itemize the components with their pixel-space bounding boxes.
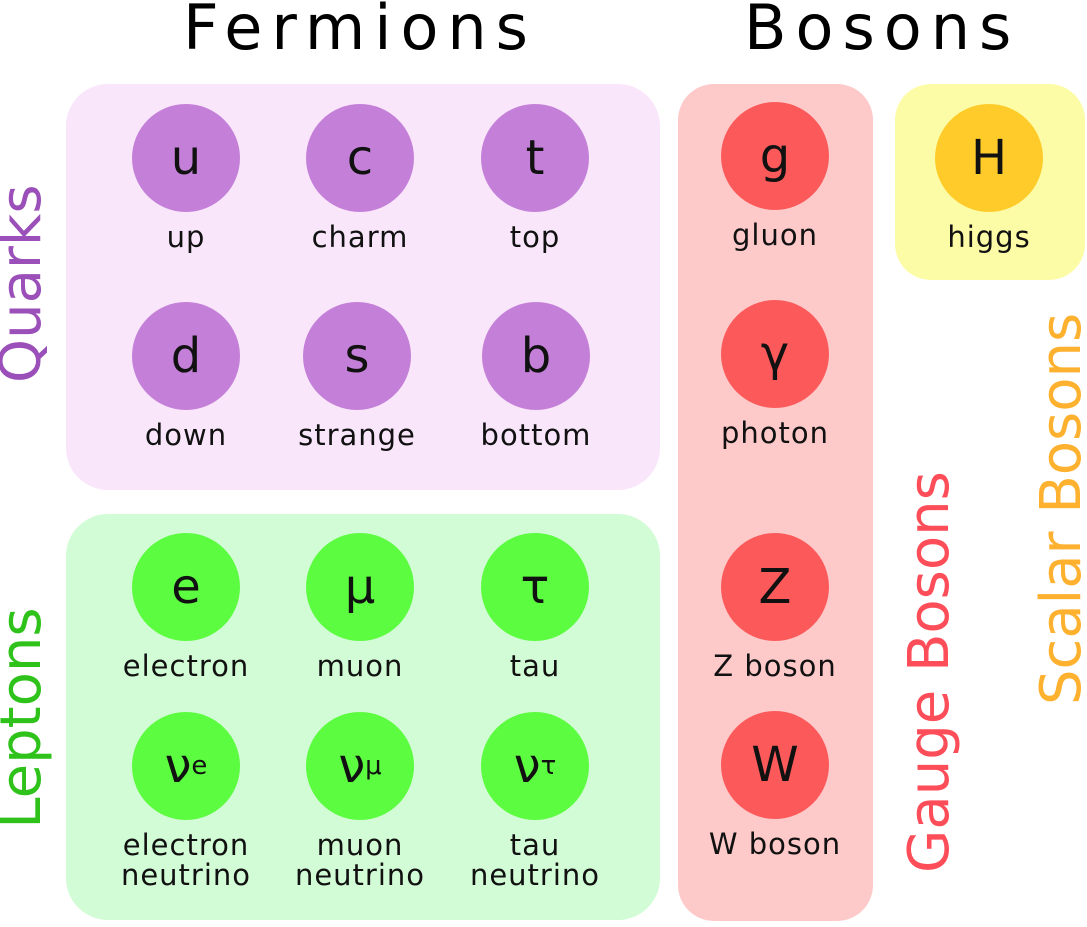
up-quark-icon: u [132, 104, 240, 212]
bottom-quark-icon: b [482, 302, 590, 410]
higgs-boson-icon: H [935, 104, 1043, 212]
particle-name: muon [316, 649, 404, 683]
down-quark-icon: d [132, 302, 240, 410]
particle-up-quark: u up [86, 104, 286, 252]
fermions-heading: Fermions [183, 0, 537, 64]
leptons-label: Leptons [0, 607, 54, 829]
particle-tau: τ tau [435, 533, 635, 681]
scalar-bosons-label: Scalar Bosons [1029, 312, 1087, 705]
particle-bottom-quark: b bottom [436, 302, 636, 450]
muon-icon: μ [306, 533, 414, 641]
particle-down-quark: d down [86, 302, 286, 450]
particle-name: electron [122, 649, 250, 683]
strange-quark-icon: s [303, 302, 411, 410]
particle-muon: μ muon [260, 533, 460, 681]
particle-top-quark: t top [435, 104, 635, 252]
particle-charm-quark: c charm [260, 104, 460, 252]
particle-photon: γ photon [675, 300, 875, 448]
charm-quark-icon: c [306, 104, 414, 212]
particle-gluon: g gluon [675, 102, 875, 250]
particle-name: electron neutrino [120, 828, 252, 892]
z-boson-icon: Z [721, 533, 829, 641]
top-quark-icon: t [481, 104, 589, 212]
photon-icon: γ [721, 300, 829, 408]
tau-icon: τ [481, 533, 589, 641]
particle-name: tau neutrino [469, 828, 601, 892]
particle-name: Z boson [713, 649, 837, 683]
particle-name: up [166, 220, 206, 254]
particle-name: charm [311, 220, 409, 254]
particle-name: muon neutrino [294, 828, 426, 892]
particle-name: bottom [480, 418, 592, 452]
gluon-icon: g [721, 102, 829, 210]
particle-z-boson: Z Z boson [675, 533, 875, 681]
particle-name: down [144, 418, 228, 452]
particle-higgs: H higgs [889, 104, 1087, 252]
particle-name: higgs [947, 220, 1031, 254]
particle-name: tau [509, 649, 561, 683]
particle-electron: e electron [86, 533, 286, 681]
bosons-heading: Bosons [744, 0, 1021, 64]
w-boson-icon: W [721, 711, 829, 819]
particle-w-boson: W W boson [675, 711, 875, 859]
gauge-bosons-label: Gauge Bosons [897, 471, 962, 873]
particle-name: W boson [708, 827, 842, 861]
particle-strange-quark: s strange [257, 302, 457, 450]
electron-icon: e [132, 533, 240, 641]
particle-name: gluon [732, 218, 818, 252]
particle-name: top [509, 220, 561, 254]
quarks-label: Quarks [0, 184, 54, 383]
particle-name: strange [298, 418, 416, 452]
particle-name: photon [720, 416, 830, 450]
